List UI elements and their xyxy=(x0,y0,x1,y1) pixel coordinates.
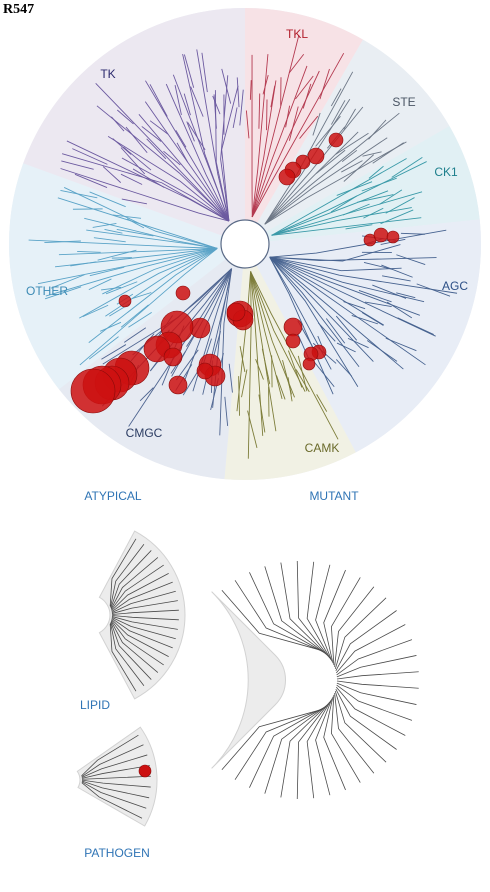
inhibitor-hit xyxy=(227,303,245,321)
inhibitor-hit xyxy=(279,169,295,185)
group-label-ck1: CK1 xyxy=(434,165,458,179)
figure-label: R547 xyxy=(3,2,34,18)
inhibitor-hit xyxy=(308,148,324,164)
inhibitor-hit xyxy=(71,369,115,413)
label-lipid: LIPID xyxy=(80,698,110,712)
inhibitor-hit xyxy=(284,318,302,336)
label-atypical: ATYPICAL xyxy=(84,489,141,503)
subtree-mutant xyxy=(212,561,419,799)
inhibitor-hit xyxy=(119,295,131,307)
subtree-atypical xyxy=(99,531,185,699)
inhibitor-hit xyxy=(286,334,300,348)
group-label-other: OTHER xyxy=(26,284,68,298)
inhibitor-hit xyxy=(374,228,388,242)
inhibitor-hit xyxy=(197,363,213,379)
group-label-agc: AGC xyxy=(442,279,468,293)
inhibitor-hit xyxy=(164,348,182,366)
group-label-tkl: TKL xyxy=(286,27,308,41)
inhibitor-hit xyxy=(176,286,190,300)
inhibitor-hit xyxy=(303,358,315,370)
subtree-lipid xyxy=(77,727,157,826)
inhibitor-hit xyxy=(169,376,187,394)
label-pathogen: PATHOGEN xyxy=(84,846,150,860)
group-label-cmgc: CMGC xyxy=(126,426,163,440)
inhibitor-hit xyxy=(139,765,151,777)
group-label-ste: STE xyxy=(392,95,415,109)
atypical-subtrees: ATYPICAL MUTANT LIPID PATHOGEN xyxy=(77,489,418,887)
label-mutant: MUTANT xyxy=(309,489,359,503)
inhibitor-hit xyxy=(387,231,399,243)
group-label-tk: TK xyxy=(100,67,115,81)
inhibitor-hit xyxy=(329,133,343,147)
group-label-camk: CAMK xyxy=(305,441,340,455)
